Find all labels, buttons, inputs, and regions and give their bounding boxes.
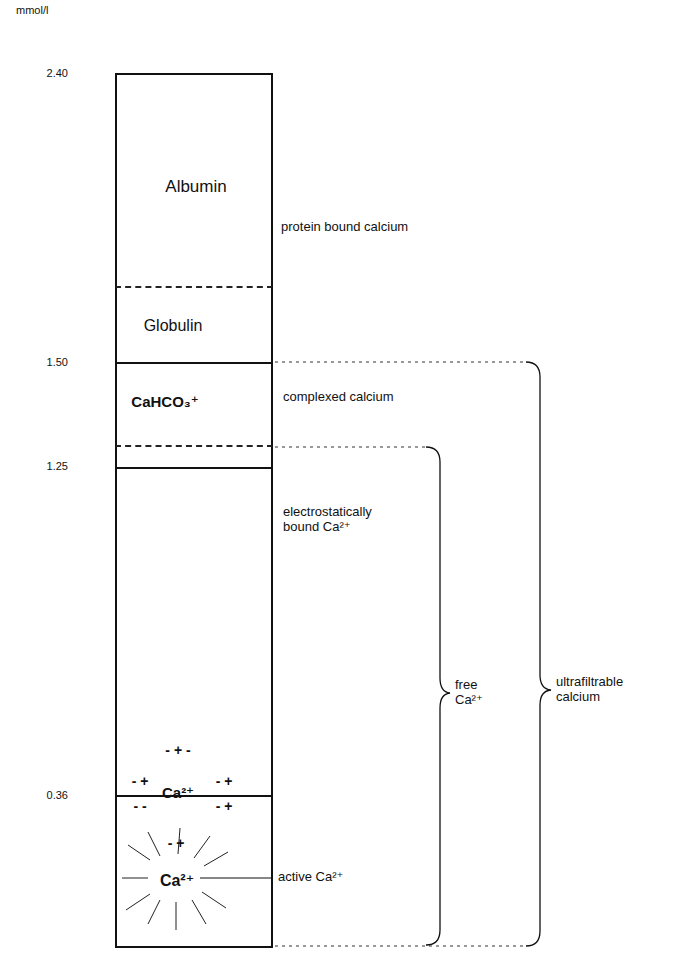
dotted-leader [275, 945, 526, 946]
radiance-rays [122, 828, 228, 930]
axis-value: 2.40 [47, 67, 68, 80]
fraction-label: electrostatically bound Ca²⁺ [283, 505, 401, 535]
axis-unit: mmol/l [16, 4, 48, 17]
globulin-band: Globulin [115, 286, 273, 362]
axis-value: 0.36 [47, 789, 68, 802]
bracket-label: free Ca²⁺ [455, 678, 489, 708]
charge-sign: - + [216, 798, 233, 814]
charge-sign: - - [133, 798, 146, 814]
albumin-band: Albumin [115, 73, 273, 286]
bracket-label: ultrafiltrable calcium [556, 675, 651, 705]
boundary-line [115, 467, 273, 469]
dotted-leader [275, 446, 426, 447]
fraction-label: protein bound calcium [281, 220, 408, 235]
electrostatic-band: Ca²⁺ [115, 447, 273, 795]
axis-value: 1.25 [47, 460, 68, 473]
band-label: Globulin [144, 317, 203, 335]
band-label: Ca²⁺ [162, 784, 194, 802]
curly-brace [426, 447, 450, 945]
complexed-band: CaHCO₃⁺ [115, 362, 273, 447]
charge-sign: - + [168, 835, 185, 851]
dotted-leader [275, 361, 526, 362]
axis-value: 1.50 [47, 356, 68, 369]
fraction-label: complexed calcium [283, 390, 394, 405]
leader-line [200, 877, 272, 878]
curly-brace [526, 362, 551, 946]
charge-sign: - + - [165, 742, 190, 758]
band-label: Albumin [165, 177, 226, 197]
active-ion-band: Ca²⁺ [115, 795, 273, 948]
band-label: Ca²⁺ [160, 871, 194, 890]
charge-sign: - + [216, 773, 233, 789]
band-label: CaHCO₃⁺ [131, 393, 198, 411]
charge-sign: - + [132, 773, 149, 789]
fraction-label: active Ca²⁺ [278, 870, 343, 885]
